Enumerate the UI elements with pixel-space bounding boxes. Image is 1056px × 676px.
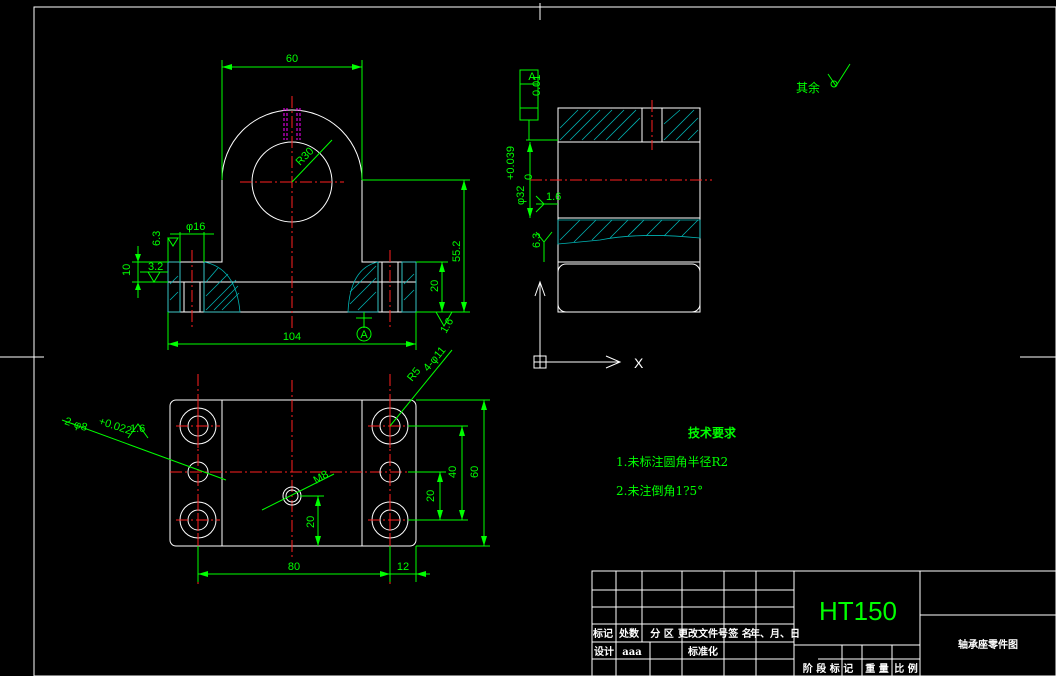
remaining-roughness: 其余 [796,63,851,95]
sheet-frame [0,3,1056,676]
top-view: 4-φ11 R5 2-φ8 +0.022 1.6 M8 20 80 12 20 [61,345,490,584]
dim-height-left: 10 [121,264,133,276]
dim-pin-tol: +0.022 [97,415,133,437]
datum-label: A [360,329,368,341]
roughness-bottom: 1.6 [438,316,456,335]
tb-header-sign: 签 名 [727,627,751,640]
dim-80: 80 [288,561,300,573]
dim-bore-dia: φ32 [515,186,527,205]
dim-radius: R30 [294,145,317,168]
tb-drawing-name: 轴承座零件图 [958,638,1018,651]
dim-height-overall: 55.2 [451,241,463,262]
dim-12: 12 [397,561,409,573]
dim-height-small: 20 [429,280,441,292]
tb-header-zone: 分 区 [650,627,673,640]
tech-requirements: 技术要求 1.未标注圆角半径R2 2.未注倒角1?5° [616,425,737,498]
dim-counterbore: R5 [405,365,423,383]
title-block: 标记 处数 分 区 更改文件号 签 名 年、月、日 设计 ааа 标准化 阶 段… [591,570,1056,676]
tb-design: 设计 [594,645,614,658]
tolerance-value: 0.01 [531,75,543,96]
tech-req-title: 技术要求 [688,425,737,440]
tb-header-date: 年、月、日 [750,627,800,640]
tb-header-mark: 标记 [592,627,613,640]
tb-weight: 重 量 [865,662,888,675]
tech-req-item-2: 2.未注倒角1?5° [616,483,703,498]
dim-width-overall: 104 [283,331,301,343]
tb-designer: ааа [622,647,642,658]
dim-20-right: 20 [425,490,437,502]
tb-material: HT150 [819,596,897,626]
tech-req-item-1: 1.未标注圆角半径R2 [616,454,728,469]
tb-header-count: 处数 [618,627,640,640]
dim-hole-dia: φ16 [186,221,205,233]
side-roughness-1: 1.6 [546,191,561,203]
dim-pin-holes: 2-φ8 [63,415,89,434]
dim-bore-tol: +0.039 [505,146,517,180]
dim-40: 40 [447,466,459,478]
tolerance-datum: A [528,71,536,83]
roughness-base: 3.2 [148,261,163,273]
axis-x-label: X [634,355,644,371]
dim-bore-tol-lower: 0 [523,174,535,180]
dim-60: 60 [469,466,481,478]
side-roughness-2: 6.3 [531,233,543,248]
remaining-roughness-text: 其余 [796,80,820,95]
tb-scale: 比 例 [894,662,917,675]
tb-standardization: 标准化 [687,645,718,658]
side-view: A 0.01 φ32 +0.039 0 1.6 6.3 X [505,69,712,371]
dim-width-top: 60 [286,53,298,65]
mount-holes [179,407,409,539]
dim-20-center: 20 [305,516,317,528]
tb-stage-mark: 阶 段 标 记 [803,662,853,675]
dim-pin-roughness: 1.6 [130,423,145,435]
front-view: 60 R30 φ16 6.3 3.2 10 20 55.2 [121,53,470,350]
tb-header-change-doc: 更改文件号 [678,627,728,640]
roughness-left: 6.3 [151,231,163,246]
